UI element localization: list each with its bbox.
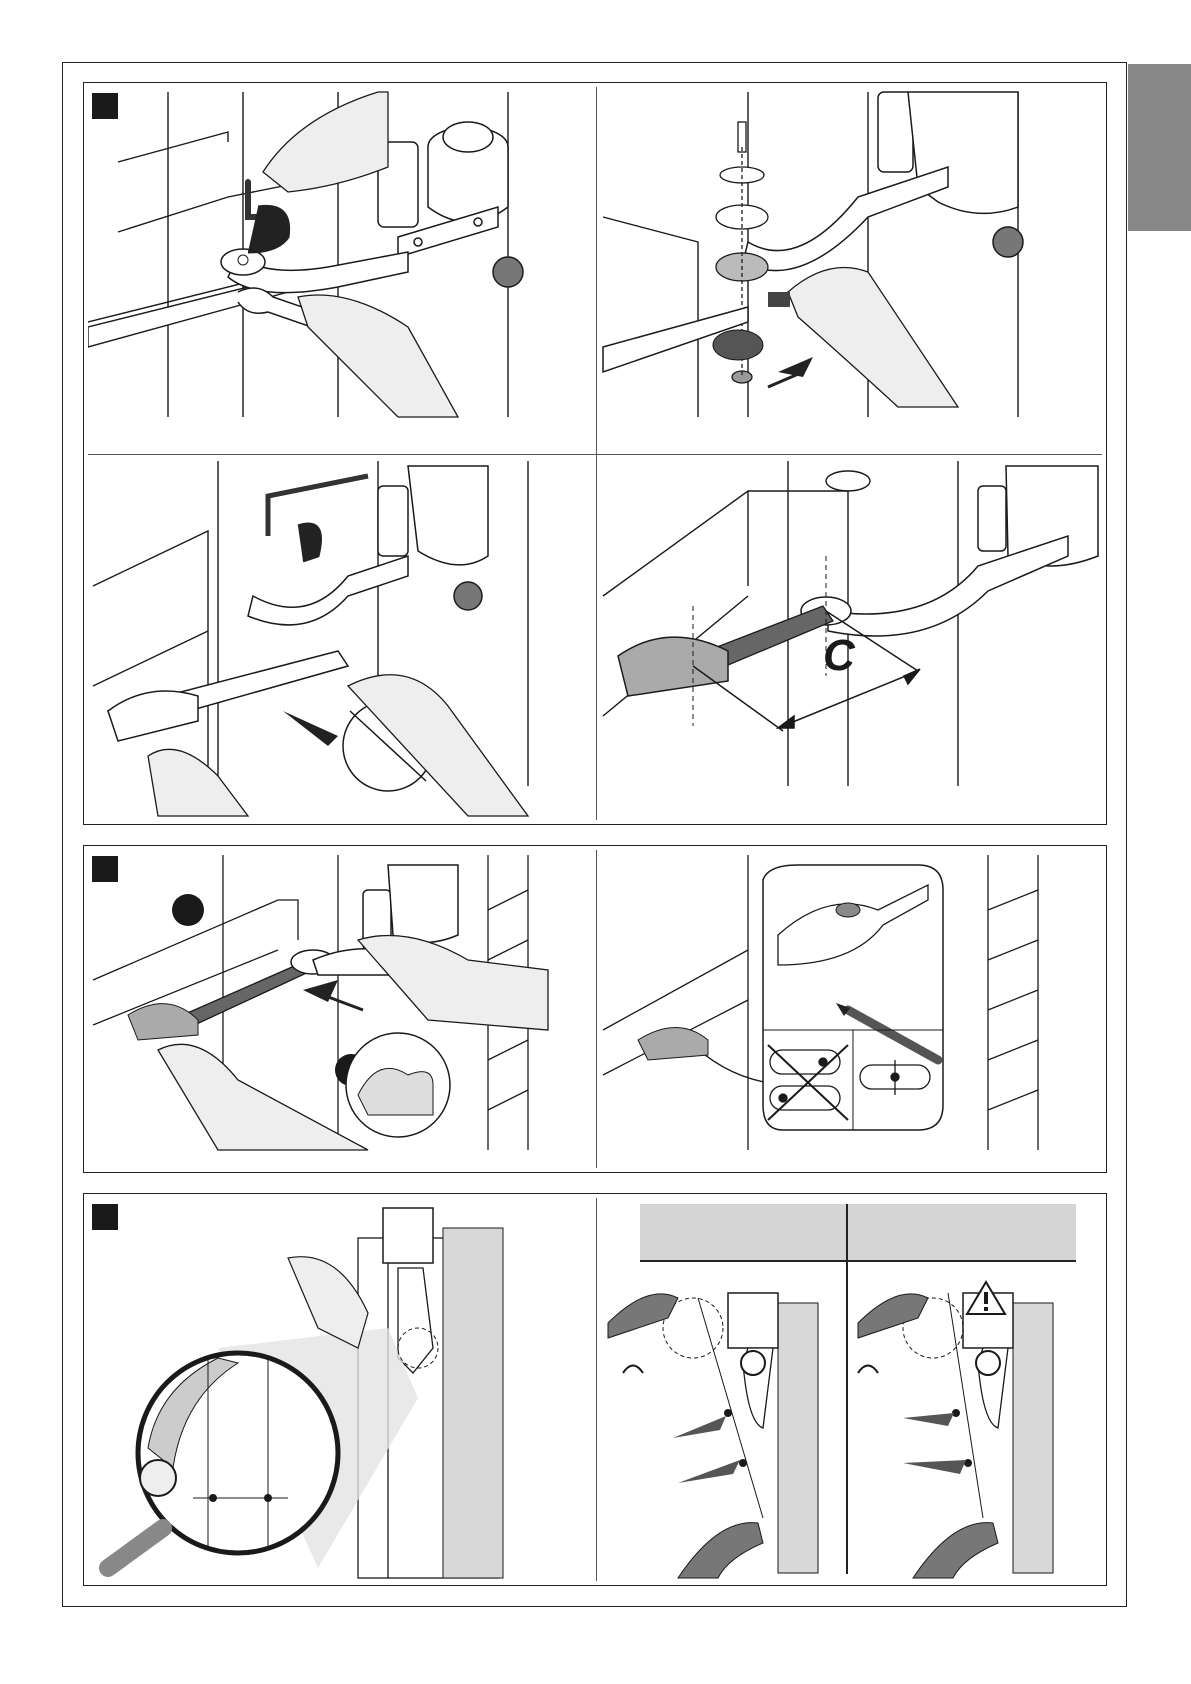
push-arrow-icon <box>303 980 363 1010</box>
curved-arm <box>248 556 408 625</box>
hand-bottom <box>298 295 458 417</box>
gate-pillar-right <box>1013 1303 1053 1573</box>
hand-top-left <box>608 1294 678 1338</box>
eye-icon <box>623 1366 643 1374</box>
rail-end-cap <box>108 691 198 741</box>
hand-holding <box>148 749 248 816</box>
rotate-arrow-icon <box>248 206 289 252</box>
hand-holding <box>158 1044 368 1150</box>
rotate-arrow-icon <box>298 524 321 561</box>
magnifier-handle <box>108 1528 163 1568</box>
insert-piece <box>768 292 790 307</box>
push-arrow-icon <box>768 357 813 387</box>
push-arrow-icon <box>283 711 338 746</box>
panel-a3-fit-slide <box>88 456 594 820</box>
curved-arm <box>828 536 1068 636</box>
panel-c1-magnified-alignment <box>88 1198 594 1581</box>
panel-a1-tighten-screw <box>88 87 594 452</box>
figure-a: C <box>83 82 1107 825</box>
hand-arm <box>288 1257 368 1348</box>
panel-a1-drawing <box>88 87 594 452</box>
figure-b-vertical-divider <box>596 850 597 1168</box>
hand-inserting <box>788 268 958 408</box>
operator-motor-head-left <box>728 1293 778 1348</box>
gate-pillar <box>443 1228 503 1578</box>
figure-a-horizontal-divider <box>88 454 1102 455</box>
rail-end-cap <box>638 1028 708 1061</box>
figure-c <box>83 1193 1107 1586</box>
panel-a4-dimension-c: C <box>598 456 1102 820</box>
bracket-plate <box>713 330 763 360</box>
callout-dot-1 <box>172 894 204 926</box>
panel-b1-level-arm <box>88 850 594 1168</box>
panel-c2-drawing <box>598 1198 1102 1581</box>
curved-arm <box>398 1268 433 1373</box>
hand-bottom-left <box>678 1523 763 1578</box>
panel-c1-drawing <box>88 1198 594 1581</box>
panel-b1-drawing <box>88 850 594 1168</box>
curved-arm <box>743 167 948 271</box>
rail-end-cap <box>618 637 728 696</box>
push-arrow-icon <box>673 1416 726 1438</box>
figure-c-vertical-divider <box>596 1198 597 1581</box>
panel-a2-drawing <box>598 87 1102 452</box>
operator-motor-head <box>878 92 1023 257</box>
dimension-letter: C <box>823 631 855 681</box>
rail-end-cap <box>128 1004 198 1040</box>
spirit-level <box>183 960 313 1028</box>
operator-motor-head <box>383 1208 433 1263</box>
panel-a3-drawing <box>88 456 594 820</box>
figure-b <box>83 845 1107 1173</box>
panel-c2-alignment-comparison <box>598 1198 1102 1581</box>
hand-pushing <box>358 936 548 1031</box>
panel-a2-exploded-assembly <box>598 87 1102 452</box>
panel-b2-mark-position <box>598 850 1102 1168</box>
language-tab <box>1128 64 1191 231</box>
hand-top <box>263 92 388 192</box>
panel-b2-drawing <box>598 850 1102 1168</box>
operator-motor-head <box>378 466 488 610</box>
gate-pillar-left <box>778 1303 818 1573</box>
